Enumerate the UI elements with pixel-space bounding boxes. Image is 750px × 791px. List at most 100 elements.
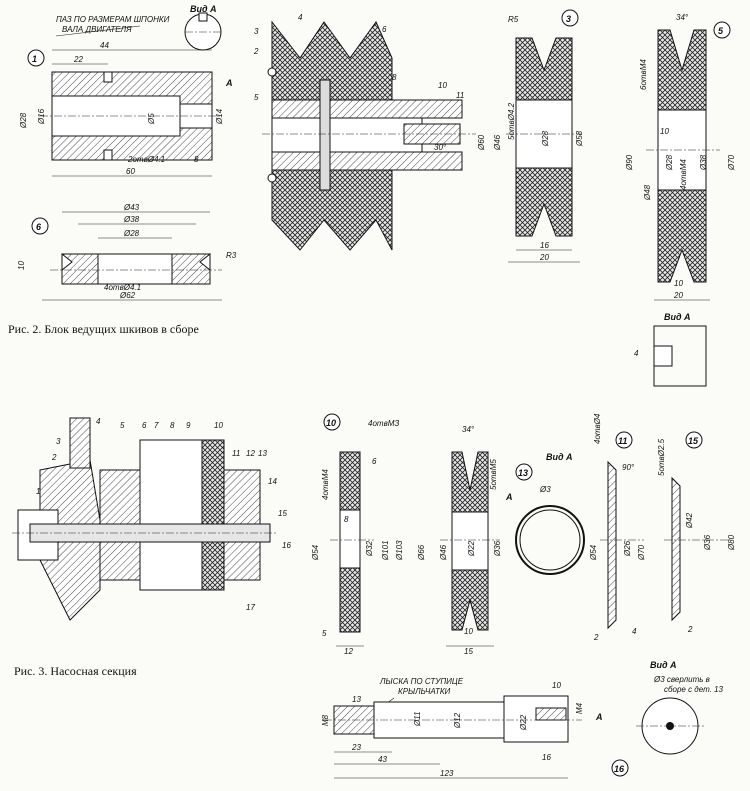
part-1-dim-60: 60 [126, 167, 135, 176]
part-15-holes: 5отвØ2.5 [657, 438, 666, 476]
part-6-dia-38: Ø38 [123, 215, 140, 224]
drill-note-line2: сборе с дет. 13 [664, 685, 724, 694]
part-1-holes: 2отвØ4.1 [127, 155, 165, 164]
part-1-view-a-label: Вид А [190, 4, 217, 14]
part-5-view-a: Вид А [664, 312, 691, 322]
part-5-h4: 4 [634, 349, 639, 358]
part-10-holes-m3: 4отвМЗ [368, 419, 399, 428]
assembly-label-10: 10 [438, 81, 447, 90]
part-13-ring: 13 Вид А А Ø3 [505, 452, 585, 575]
pump-label-3: 3 [56, 437, 61, 446]
mid-w15: 15 [464, 647, 473, 656]
fig2-caption: Рис. 2. Блок ведущих шкивов в сборе [8, 322, 199, 336]
pump-label-2: 2 [51, 453, 57, 462]
part-5-w10b: 10 [674, 279, 683, 288]
assembly-label-11: 11 [456, 91, 464, 100]
pump-pulley-10 [201, 439, 225, 591]
part-1-dim-44: 44 [100, 41, 109, 50]
pump-outlet-pipe [69, 417, 91, 469]
part-1-hub: 1 ПАЗ ПО РАЗМЕРАМ ШПОНКИ ВАЛА ДВИГАТЕЛЯ … [19, 4, 233, 177]
part-6-dia-43: Ø43 [123, 203, 140, 212]
mid-dia-36: Ø36 [493, 540, 502, 557]
part-5-dia-70: Ø70 [727, 154, 736, 171]
part-15-number: 15 [688, 436, 699, 446]
part-3-dia-58: Ø58 [575, 130, 584, 147]
part-15-dia-36: Ø36 [703, 534, 712, 551]
part-15-disc: 15 5отвØ2.5 Ø42 Ø36 Ø80 2 [657, 431, 736, 634]
part-11-w2: 2 [593, 633, 599, 642]
part-15-dia-80: Ø80 [727, 534, 736, 551]
part-10-w12: 12 [344, 647, 353, 656]
part-16-number: 16 [614, 764, 625, 774]
mid-dia-22: Ø22 [467, 540, 476, 557]
part-10-d6: 6 [372, 457, 377, 466]
part-10-dia-32: Ø32 [365, 540, 374, 557]
part-11-disc: 11 4отвØ4 90° Ø54 Ø26 Ø70 2 4 [589, 413, 646, 642]
part-1-dia-14: Ø14 [215, 108, 224, 125]
part-3-radius: R5 [508, 15, 519, 24]
part-1-note-leader [55, 25, 141, 37]
pump-label-4: 4 [96, 417, 101, 426]
pump-label-16: 16 [282, 541, 291, 550]
part-1-callout [27, 49, 45, 67]
part-13-inner [519, 509, 581, 571]
part-16-w23: 23 [351, 743, 361, 752]
mid-w10: 10 [464, 627, 473, 636]
part-13-arrow-a: А [505, 492, 513, 502]
part-13-dia-3: Ø3 [539, 485, 551, 494]
part-6-height-10: 10 [17, 261, 26, 270]
part-1-dim-8: 8 [194, 155, 199, 164]
part-1-keyway [198, 12, 208, 22]
mid-holes: 5отвМ5 [489, 459, 498, 490]
part-13-view-a: Вид А [546, 452, 573, 462]
pulley-assembly: 2 3 4 5 6 8 10 11 30° [253, 13, 476, 251]
part-1-arrow-a: А [225, 78, 233, 88]
mid-dia-66: Ø66 [417, 544, 426, 561]
part-16-m4: М4 [575, 702, 584, 714]
part-5-dia-48: Ø48 [643, 184, 652, 201]
part-11-dia-54: Ø54 [589, 544, 598, 561]
pump-label-13: 13 [258, 449, 267, 458]
pump-label-14: 14 [268, 477, 277, 486]
part-1-dia-16: Ø16 [37, 108, 46, 125]
part-11-number: 11 [618, 436, 627, 446]
part-5-number: 5 [718, 26, 724, 36]
part-1-note-line1: ПАЗ ПО РАЗМЕРАМ ШПОНКИ [56, 15, 170, 24]
part-5-w20: 20 [673, 291, 683, 300]
part-5-pulley: 34° 5 Ø90 Ø48 6отвМ4 4отвМ4 Ø28 Ø38 Ø70 … [625, 13, 736, 387]
part-5-w10: 10 [660, 127, 669, 136]
part-16-w13: 13 [352, 695, 361, 704]
pump-label-6: 6 [142, 421, 147, 430]
part-1-note-line2: ВАЛА ДВИГАТЕЛЯ [62, 25, 132, 34]
part-11-angle: 90° [622, 463, 635, 472]
part-6-holes: 4отвØ4.1 [104, 283, 141, 292]
part-16-w43: 43 [378, 755, 387, 764]
part-5-angle: 34° [676, 13, 689, 22]
part-11-holes: 4отвØ4 [593, 413, 602, 444]
pump-section: 1 2 3 4 5 6 7 8 9 10 11 12 13 14 15 16 1… [12, 417, 291, 621]
part-5-holes-m4a: 6отвМ4 [639, 59, 648, 90]
part-5-dia-28: Ø28 [665, 154, 674, 171]
part-16-dia-22: Ø22 [519, 714, 528, 731]
part-6-number: 6 [36, 222, 42, 232]
part-6-dia-28: Ø28 [123, 229, 140, 238]
part-16-w123: 123 [440, 769, 454, 778]
part-13-number: 13 [518, 468, 528, 478]
part-16-m8: М8 [321, 714, 330, 726]
part-mid-pulley: 34° 5отвМ5 Ø66 Ø46 Ø22 Ø36 10 15 [417, 425, 502, 656]
part-11-w4: 4 [632, 627, 637, 636]
part-10-dia-54: Ø54 [311, 544, 320, 561]
part-3-dia-46: Ø46 [493, 134, 502, 151]
part-10-dia-103: Ø103 [395, 540, 404, 561]
part-10-dia-101: Ø101 [381, 540, 390, 561]
part-6-radius: R3 [226, 251, 237, 260]
mid-angle: 34° [462, 425, 475, 434]
part-5-holes-m4b: 4отвМ4 [679, 159, 688, 190]
part-10-holes-m4: 4отвМ4 [321, 469, 330, 500]
part-1-number: 1 [32, 54, 37, 64]
part-3-width-16: 16 [540, 241, 549, 250]
assembly-label-6: 6 [382, 25, 387, 34]
assembly-bolt [319, 79, 331, 191]
assembly-label-2: 2 [253, 47, 259, 56]
part-10-flange: 10 4отвМЗ 4отвМ4 6 Ø54 8 Ø32 Ø101 Ø103 5… [311, 413, 404, 656]
